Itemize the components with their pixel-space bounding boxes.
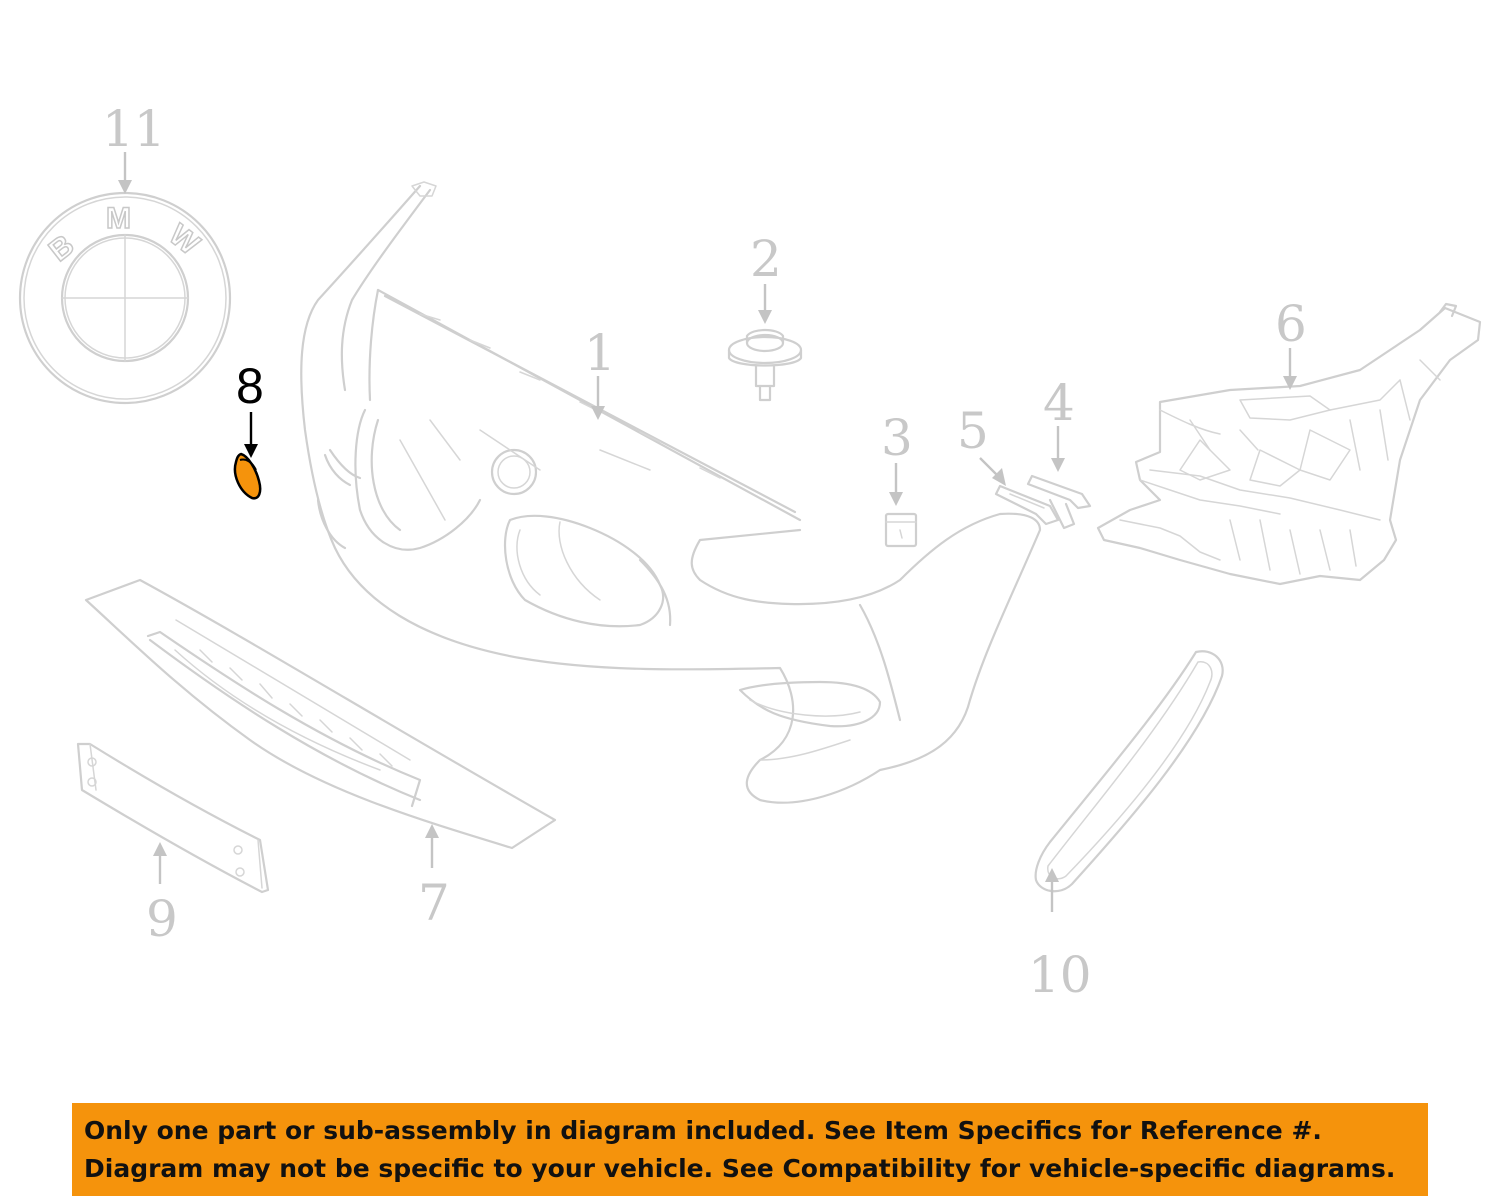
disclaimer-line-2: Diagram may not be specific to your vehi… [84, 1154, 1396, 1183]
part-8-cap [233, 452, 262, 500]
callout-3: 3 [881, 409, 913, 467]
arrow-10-head [1045, 868, 1059, 882]
arrow-2-head [758, 310, 772, 324]
arrow-5 [979, 457, 999, 477]
part-10-trim-strip [1034, 650, 1224, 893]
part-9-plate-bracket [76, 742, 270, 894]
callout-10: 10 [1028, 946, 1092, 1004]
part-4-bracket [1026, 474, 1092, 530]
disclaimer-banner: Only one part or sub-assembly in diagram… [72, 1103, 1428, 1196]
callout-6: 6 [1275, 295, 1307, 353]
callout-11: 11 [102, 100, 166, 158]
arrow-11-head [118, 180, 132, 194]
part-6-support-bracket [1096, 302, 1482, 586]
disclaimer-line-1: Only one part or sub-assembly in diagram… [84, 1116, 1322, 1145]
arrow-4-head [1051, 458, 1065, 472]
callout-2: 2 [750, 230, 782, 288]
arrow-1-head [591, 406, 605, 420]
arrow-7-head [425, 824, 439, 838]
callout-8: 8 [236, 358, 264, 414]
callout-4: 4 [1043, 374, 1075, 432]
arrow-6-head [1283, 376, 1297, 390]
part-2-grommet [727, 328, 803, 402]
callout-9: 9 [146, 890, 178, 948]
arrow-5-head [992, 468, 1006, 486]
arrow-8-head [244, 444, 258, 458]
part-1-bumper-cover [300, 181, 1042, 804]
emblem-letter-m: M [106, 202, 131, 235]
part-7-lower-spoiler [84, 578, 557, 850]
part-3-clip-nut [884, 512, 918, 548]
callout-5: 5 [957, 402, 989, 460]
part-5-bracket [994, 484, 1060, 526]
arrow-9-head [153, 842, 167, 856]
callout-1: 1 [584, 324, 616, 382]
part-11-emblem: B M W [18, 191, 232, 405]
arrow-3-head [889, 492, 903, 506]
emblem-letter-b: B [43, 229, 80, 268]
callout-7: 7 [418, 874, 450, 932]
